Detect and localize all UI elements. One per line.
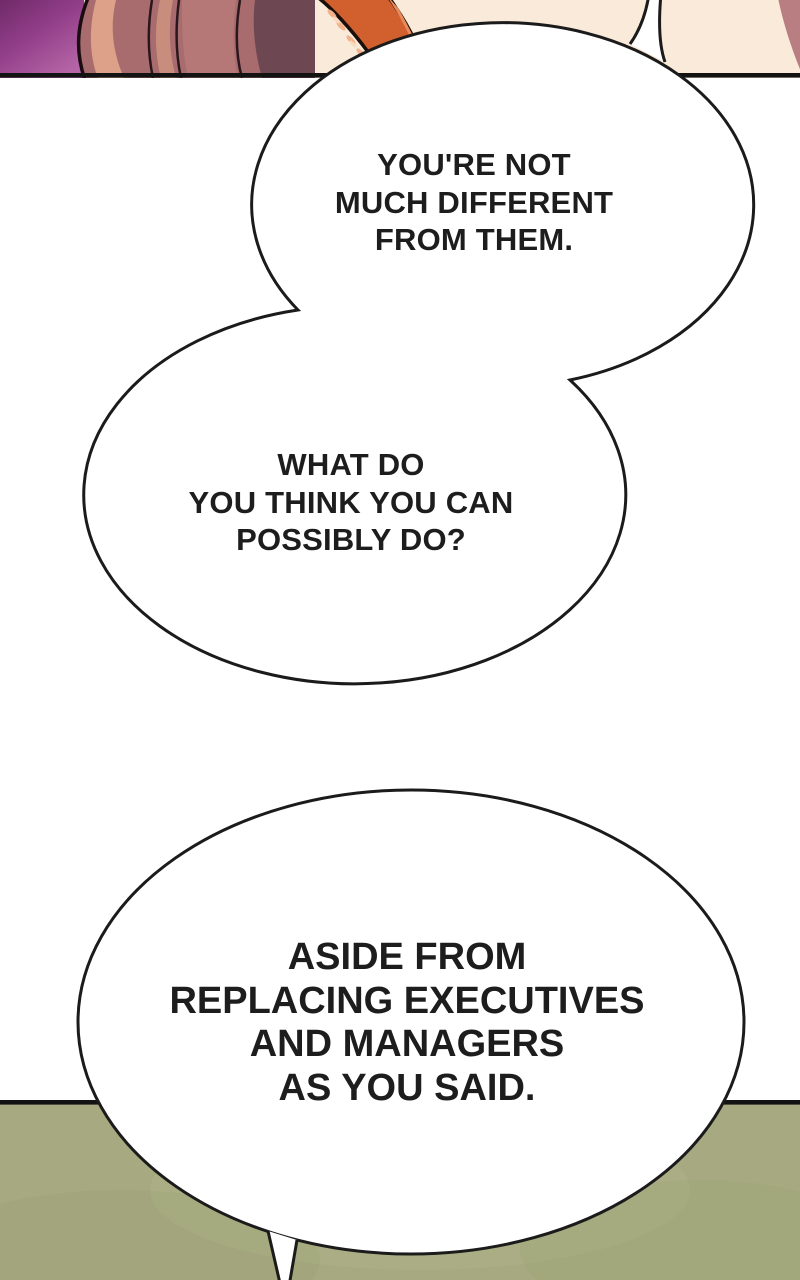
speech-bubble-3 [76,788,746,1256]
bubble2-line-1: WHAT DO [277,447,425,482]
speech-bubble-1-2-union [82,21,756,686]
hair-outline-left [76,0,90,78]
hair-mid-band [182,0,238,78]
bubble2-line-2: YOU THINK YOU CAN [188,484,514,520]
bubble1-text: YOU'RE NOT MUCH DIFFERENT FROM THEM. [274,146,674,259]
bubble3-line-4: AS YOU SAID. [278,1066,536,1109]
speech-bubble-1-tail [628,0,667,63]
hair-dark-section [253,0,315,78]
bubble3-line-1: ASIDE FROM [287,936,527,978]
hair-strand-line-3 [235,0,244,78]
hair-highlight-sliver [155,0,176,78]
bubble1-line-2: MUCH DIFFERENT [334,184,614,220]
bubble1-line-1: YOU'RE NOT [377,147,571,182]
speech-bubble-3-tail [266,1230,299,1280]
purple-background [0,0,84,78]
rose-corner-shape [778,0,800,70]
bubble2-text: WHAT DO YOU THINK YOU CAN POSSIBLY DO? [151,446,551,559]
bubble1-line-3: FROM THEM. [374,222,574,257]
bubble2-line-3: POSSIBLY DO? [236,522,466,557]
bubble3-line-2: REPLACING EXECUTIVES [169,979,645,1022]
hair-highlight-band [90,0,124,78]
hair-strand-line-2 [175,0,183,78]
bubble3-text: ASIDE FROM REPLACING EXECUTIVES AND MANA… [107,936,707,1110]
hair-strand-line-1 [147,0,155,78]
bubble3-line-3: AND MANAGERS [249,1023,565,1065]
